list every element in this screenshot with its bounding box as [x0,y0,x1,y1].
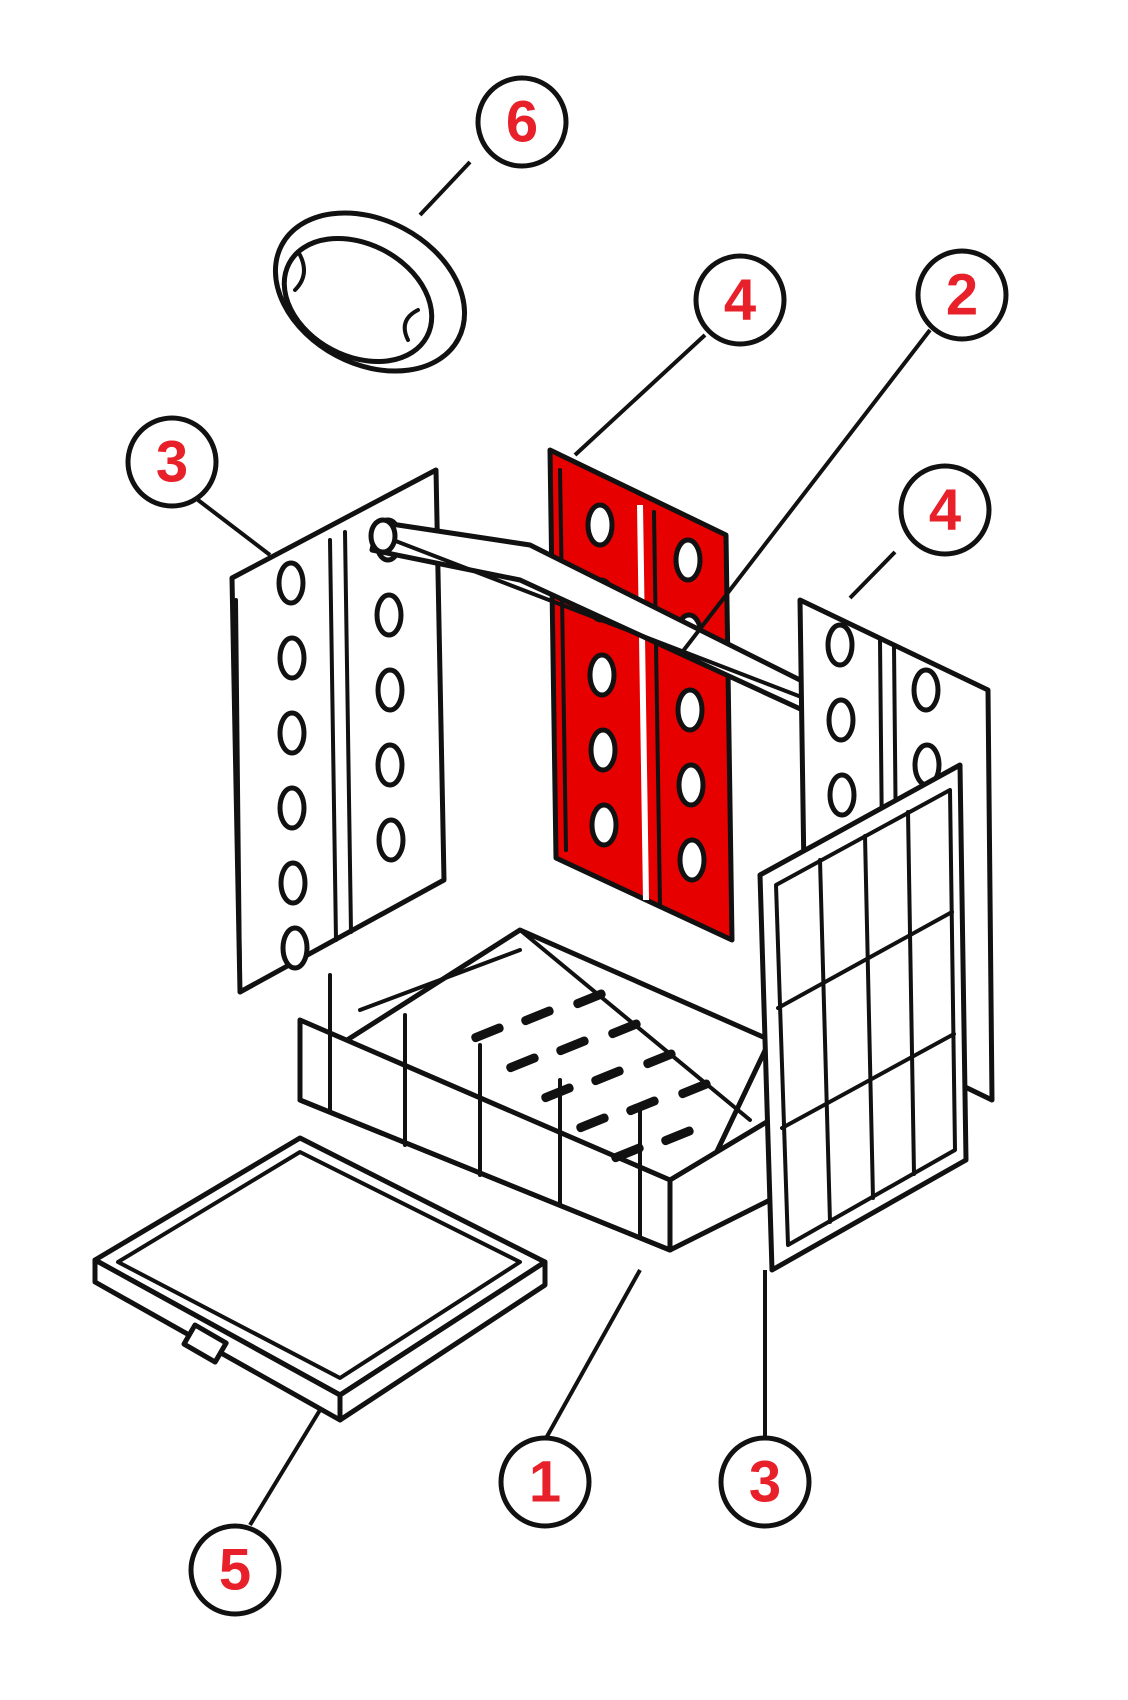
callout-6: 6 [475,75,569,169]
callout-label: 3 [749,1450,781,1515]
part-3-left-panel [229,467,447,995]
callout-label: 5 [219,1538,251,1603]
callout-label: 2 [946,263,978,328]
callout-label: 3 [156,430,188,495]
callout-1: 1 [498,1435,592,1529]
part-5-ash-pan [92,1135,548,1423]
callout-2: 2 [915,248,1009,342]
leader-lines [196,160,932,1527]
callout-3-front: 3 [718,1435,812,1529]
callout-label: 4 [724,268,756,333]
part-4-rear-panel [547,447,735,943]
callout-label: 6 [506,90,538,155]
callout-5: 5 [188,1523,282,1617]
grate-slots [471,989,711,1163]
callout-3-left: 3 [125,415,219,509]
callout-4-rear: 4 [693,253,787,347]
grate-ribs [328,973,642,1240]
right-panel-holes [825,622,942,818]
part-1-grate [297,927,773,1253]
part-6-ring [272,210,468,374]
part-3-front-grid-panel [757,762,969,1273]
callout-label: 1 [529,1450,561,1515]
callout-4-right: 4 [898,463,992,557]
callout-label: 4 [929,478,961,543]
